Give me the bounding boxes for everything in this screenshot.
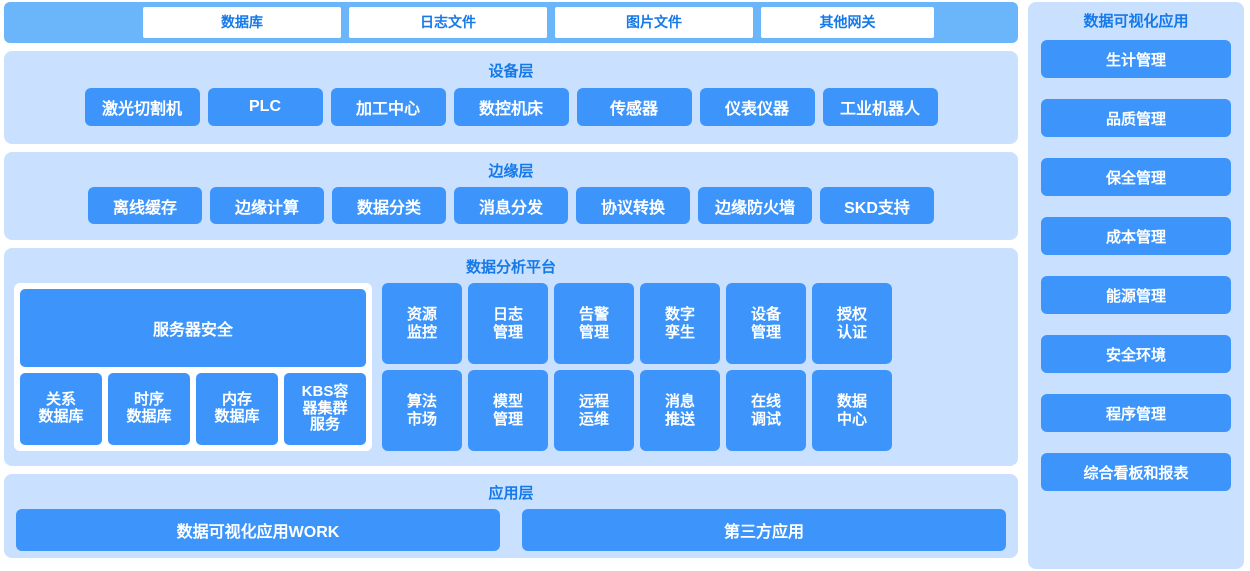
platform-tile-alarm-management[interactable]: 告警管理 — [554, 283, 634, 364]
application-layer-panel: 应用层 数据可视化应用WORK 第三方应用 — [4, 474, 1018, 558]
device-item-instrument[interactable]: 仪表仪器 — [699, 88, 815, 126]
tile-line1: 数据 — [836, 393, 867, 411]
tile-line1: 在线 — [750, 393, 781, 411]
platform-tile-authorization-auth[interactable]: 授权认证 — [812, 283, 892, 364]
platform-tile-log-management[interactable]: 日志管理 — [468, 283, 548, 364]
tile-line2: 管理 — [492, 323, 523, 341]
tile-line2: 中心 — [836, 410, 867, 428]
device-item-plc[interactable]: PLC — [207, 88, 323, 126]
edge-item-offline-cache[interactable]: 离线缓存 — [88, 187, 202, 224]
edge-item-edge-computing[interactable]: 边缘计算 — [210, 187, 324, 224]
tile-line1: 模型 — [492, 393, 523, 411]
device-item-laser-cutter[interactable]: 激光切割机 — [84, 88, 200, 126]
device-item-sensor[interactable]: 传感器 — [576, 88, 692, 126]
platform-layer-panel: 数据分析平台 服务器安全 关系数据库 时序数据库 内存数据库 — [4, 248, 1018, 466]
tile-line2: 认证 — [836, 323, 867, 341]
tile-line2: 孪生 — [664, 323, 695, 341]
db-line3: 服务 — [309, 416, 340, 434]
db-tile-kbs-container-cluster[interactable]: KBS容器集群服务 — [284, 372, 366, 445]
tile-line1: 设备 — [750, 306, 781, 324]
device-item-cnc-machine[interactable]: 数控机床 — [453, 88, 569, 126]
device-item-machining-center[interactable]: 加工中心 — [330, 88, 446, 126]
db-line2: 器集群 — [302, 399, 348, 417]
tile-line2: 管理 — [578, 323, 609, 341]
server-security-group: 服务器安全 关系数据库 时序数据库 内存数据库 KBS容器集群服务 — [14, 283, 372, 451]
gateway-item-image-file[interactable]: 图片文件 — [555, 7, 753, 38]
db-tile-relational[interactable]: 关系数据库 — [20, 372, 102, 445]
sidebar-item-energy-management[interactable]: 能源管理 — [1041, 276, 1231, 314]
platform-tile-message-push[interactable]: 消息推送 — [640, 370, 720, 451]
app-item-third-party[interactable]: 第三方应用 — [522, 509, 1006, 551]
device-item-industrial-robot[interactable]: 工业机器人 — [822, 88, 938, 126]
gateway-item-log-file[interactable]: 日志文件 — [349, 7, 547, 38]
edge-layer-title: 边缘层 — [488, 163, 534, 180]
tile-line1: 日志 — [492, 306, 523, 324]
db-line1: 时序 — [133, 391, 164, 409]
platform-body: 服务器安全 关系数据库 时序数据库 内存数据库 KBS容器集群服务 — [4, 283, 1018, 451]
tile-line1: 算法 — [406, 393, 437, 411]
sidebar-title: 数据可视化应用 — [1083, 13, 1189, 30]
device-layer-title: 设备层 — [488, 63, 534, 80]
db-line2: 数据库 — [126, 407, 172, 425]
sidebar-item-dashboard-reports[interactable]: 综合看板和报表 — [1041, 453, 1231, 491]
device-layer-panel: 设备层 激光切割机 PLC 加工中心 数控机床 传感器 仪表仪器 工业机器人 — [4, 51, 1018, 144]
sidebar-item-safety-environment[interactable]: 安全环境 — [1041, 335, 1231, 373]
platform-tile-digital-twin[interactable]: 数字孪生 — [640, 283, 720, 364]
platform-function-grid: 资源监控 日志管理 告警管理 数字孪生 设备管理 授权认证 算法市场 模型管理 … — [382, 283, 892, 451]
tile-line2: 市场 — [406, 410, 437, 428]
platform-tile-model-management[interactable]: 模型管理 — [468, 370, 548, 451]
visualization-sidebar: 数据可视化应用 生计管理 品质管理 保全管理 成本管理 能源管理 安全环境 程序… — [1028, 2, 1244, 569]
edge-item-message-distribution[interactable]: 消息分发 — [454, 187, 568, 224]
gateway-item-database[interactable]: 数据库 — [143, 7, 341, 38]
edge-item-edge-firewall[interactable]: 边缘防火墙 — [698, 187, 812, 224]
db-line1: KBS容 — [301, 382, 349, 400]
edge-item-data-classification[interactable]: 数据分类 — [332, 187, 446, 224]
tile-line1: 告警 — [578, 306, 609, 324]
tile-line1: 资源 — [406, 306, 437, 324]
db-line2: 数据库 — [214, 407, 260, 425]
sidebar-item-maintenance-management[interactable]: 保全管理 — [1041, 158, 1231, 196]
edge-layer-panel: 边缘层 离线缓存 边缘计算 数据分类 消息分发 协议转换 边缘防火墙 SKD支持 — [4, 152, 1018, 240]
sidebar-item-program-management[interactable]: 程序管理 — [1041, 394, 1231, 432]
tile-line2: 监控 — [406, 323, 437, 341]
application-layer-title: 应用层 — [488, 485, 534, 502]
sidebar-item-cost-management[interactable]: 成本管理 — [1041, 217, 1231, 255]
db-tile-inmemory[interactable]: 内存数据库 — [196, 372, 278, 445]
db-line2: 数据库 — [38, 407, 84, 425]
device-layer-items: 激光切割机 PLC 加工中心 数控机床 传感器 仪表仪器 工业机器人 — [4, 88, 1018, 126]
db-line1: 内存 — [221, 391, 252, 409]
tile-line2: 推送 — [664, 410, 695, 428]
platform-tile-resource-monitoring[interactable]: 资源监控 — [382, 283, 462, 364]
main-column: 数据库 日志文件 图片文件 其他网关 设备层 激光切割机 PLC 加工中心 数控… — [4, 2, 1018, 569]
platform-tile-device-management[interactable]: 设备管理 — [726, 283, 806, 364]
tile-line1: 远程 — [578, 393, 609, 411]
sidebar-item-quality-management[interactable]: 品质管理 — [1041, 99, 1231, 137]
application-layer-items: 数据可视化应用WORK 第三方应用 — [4, 509, 1018, 551]
server-security-tile[interactable]: 服务器安全 — [20, 289, 366, 367]
tile-line2: 管理 — [750, 323, 781, 341]
platform-layer-title: 数据分析平台 — [465, 259, 556, 276]
edge-layer-items: 离线缓存 边缘计算 数据分类 消息分发 协议转换 边缘防火墙 SKD支持 — [4, 187, 1018, 224]
platform-tile-remote-ops[interactable]: 远程运维 — [554, 370, 634, 451]
edge-item-protocol-conversion[interactable]: 协议转换 — [576, 187, 690, 224]
gateway-item-other-gateway[interactable]: 其他网关 — [761, 7, 934, 38]
db-line1: 关系 — [45, 391, 76, 409]
platform-tile-algorithm-market[interactable]: 算法市场 — [382, 370, 462, 451]
db-tile-timeseries[interactable]: 时序数据库 — [108, 372, 190, 445]
tile-line1: 数字 — [664, 306, 695, 324]
sidebar-item-livelihood-management[interactable]: 生计管理 — [1041, 40, 1231, 78]
platform-tile-data-center[interactable]: 数据中心 — [812, 370, 892, 451]
tile-line1: 消息 — [664, 393, 695, 411]
tile-line2: 运维 — [578, 410, 609, 428]
tile-line2: 管理 — [492, 410, 523, 428]
platform-tile-online-debug[interactable]: 在线调试 — [726, 370, 806, 451]
edge-item-skd-support[interactable]: SKD支持 — [820, 187, 934, 224]
database-row: 关系数据库 时序数据库 内存数据库 KBS容器集群服务 — [20, 372, 366, 445]
app-item-data-visualization-work[interactable]: 数据可视化应用WORK — [16, 509, 500, 551]
tile-line1: 授权 — [836, 306, 867, 324]
gateway-bar: 数据库 日志文件 图片文件 其他网关 — [4, 2, 1018, 43]
tile-line2: 调试 — [750, 410, 781, 428]
